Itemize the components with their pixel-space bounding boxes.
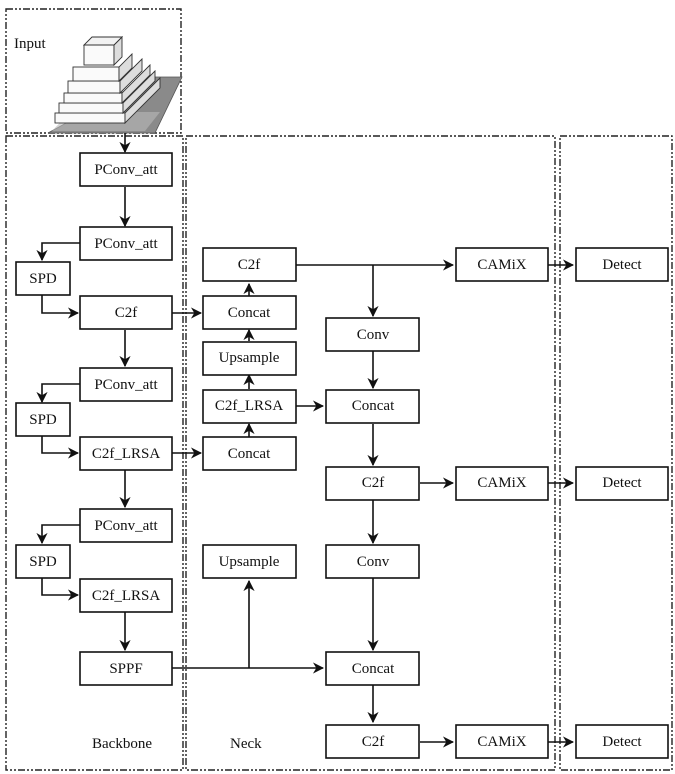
svg-text:SPPF: SPPF xyxy=(109,661,142,677)
node-detect-1: Detect xyxy=(575,247,669,282)
svg-text:C2f: C2f xyxy=(238,257,261,273)
node-conv-1: Conv xyxy=(325,317,420,352)
node-c2f-backbone: C2f xyxy=(79,295,173,330)
svg-text:C2f_LRSA: C2f_LRSA xyxy=(215,398,284,414)
svg-text:Upsample: Upsample xyxy=(219,350,280,366)
svg-text:Detect: Detect xyxy=(602,734,642,750)
node-upsample-1: Upsample xyxy=(202,341,297,376)
node-detect-2: Detect xyxy=(575,466,669,501)
svg-text:Concat: Concat xyxy=(352,661,395,677)
node-spd-3: SPD xyxy=(15,544,71,579)
svg-text:Concat: Concat xyxy=(228,305,271,321)
edge-spd1-c2f xyxy=(41,295,80,319)
svg-text:Concat: Concat xyxy=(352,398,395,414)
node-concat-2: Concat xyxy=(202,436,297,471)
edge-pconv2-spd1 xyxy=(36,242,80,262)
node-camix-3: CAMiX xyxy=(455,724,549,759)
edges xyxy=(36,133,575,748)
node-detect-3: Detect xyxy=(575,724,669,759)
node-upsample-2: Upsample xyxy=(202,544,297,579)
edge-pconv4-spd3 xyxy=(36,524,80,545)
node-c2f-neck-bot: C2f xyxy=(325,724,420,759)
svg-text:Conv: Conv xyxy=(357,327,390,343)
node-camix-1: CAMiX xyxy=(455,247,549,282)
node-camix-2: CAMiX xyxy=(455,466,549,501)
svg-text:Detect: Detect xyxy=(602,475,642,491)
node-c2f-lrsa-neck: C2f_LRSA xyxy=(202,389,297,424)
node-c2f-neck-top: C2f xyxy=(202,247,297,282)
svg-text:C2f: C2f xyxy=(115,305,138,321)
node-concat-1: Concat xyxy=(202,295,297,330)
neck-label: Neck xyxy=(230,736,262,752)
backbone-label: Backbone xyxy=(92,736,152,752)
node-pconv-att-2: PConv_att xyxy=(79,226,173,261)
svg-text:SPD: SPD xyxy=(29,554,57,570)
node-pconv-att-4: PConv_att xyxy=(79,508,173,543)
svg-text:C2f: C2f xyxy=(362,475,385,491)
svg-text:SPD: SPD xyxy=(29,412,57,428)
node-c2f-lrsa-2: C2f_LRSA xyxy=(79,578,173,613)
node-concat-4: Concat xyxy=(325,651,420,686)
node-c2f-neck-mid: C2f xyxy=(325,466,420,501)
node-c2f-lrsa-1: C2f_LRSA xyxy=(79,436,173,471)
svg-text:CAMiX: CAMiX xyxy=(477,257,526,273)
node-pconv-att-3: PConv_att xyxy=(79,367,173,402)
svg-text:Detect: Detect xyxy=(602,257,642,273)
svg-text:PConv_att: PConv_att xyxy=(94,236,158,252)
edge-spd2-c2flrsa1 xyxy=(41,436,80,459)
svg-text:C2f: C2f xyxy=(362,734,385,750)
svg-text:C2f_LRSA: C2f_LRSA xyxy=(92,446,161,462)
node-spd-1: SPD xyxy=(15,261,71,296)
node-spd-2: SPD xyxy=(15,402,71,437)
svg-text:PConv_att: PConv_att xyxy=(94,377,158,393)
node-pconv-att-1: PConv_att xyxy=(79,152,173,187)
input-label: Input xyxy=(14,36,46,52)
svg-text:PConv_att: PConv_att xyxy=(94,518,158,534)
edge-spd3-c2flrsa2 xyxy=(41,578,80,601)
svg-text:Conv: Conv xyxy=(357,554,390,570)
head-region xyxy=(559,135,673,771)
node-sppf: SPPF xyxy=(79,651,173,686)
svg-text:PConv_att: PConv_att xyxy=(94,162,158,178)
svg-text:CAMiX: CAMiX xyxy=(477,734,526,750)
svg-text:Concat: Concat xyxy=(228,446,271,462)
svg-text:C2f_LRSA: C2f_LRSA xyxy=(92,588,161,604)
node-conv-2: Conv xyxy=(325,544,420,579)
input-image-pyramid-icon xyxy=(47,35,183,134)
node-concat-3: Concat xyxy=(325,389,420,424)
svg-text:CAMiX: CAMiX xyxy=(477,475,526,491)
edge-pconv3-spd2 xyxy=(36,383,80,404)
input-region xyxy=(5,8,182,134)
svg-text:SPD: SPD xyxy=(29,271,57,287)
svg-text:Upsample: Upsample xyxy=(219,554,280,570)
